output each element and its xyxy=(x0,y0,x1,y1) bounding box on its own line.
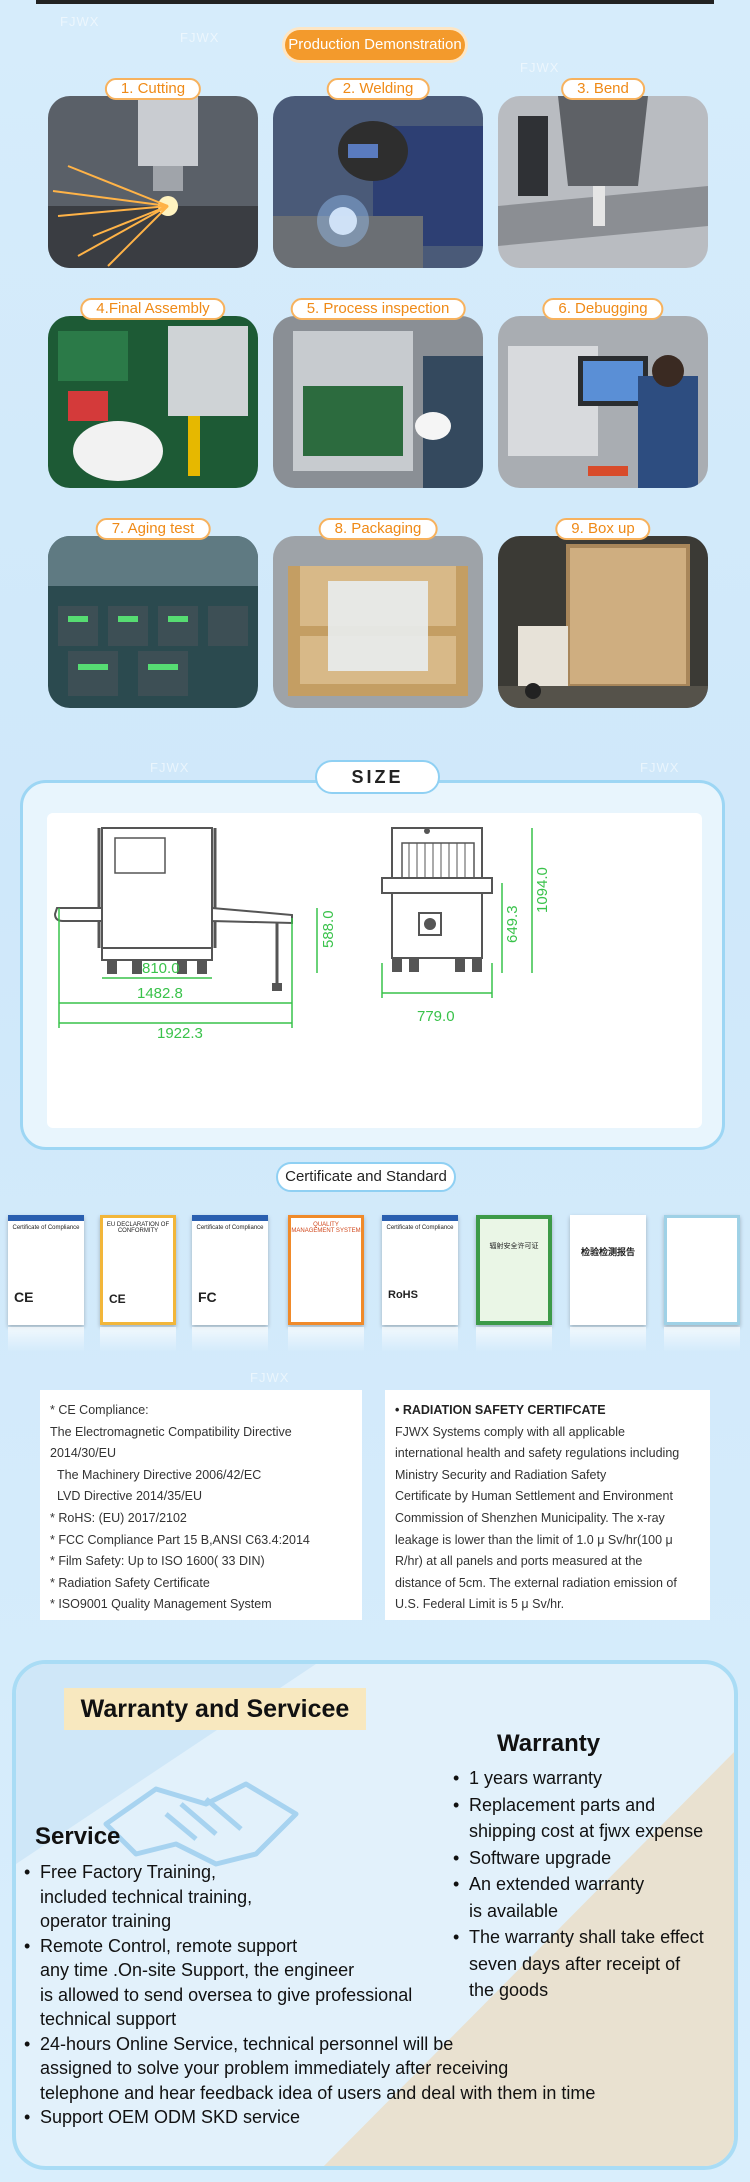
watermark-text: FJWX xyxy=(520,60,560,75)
dim-label: 779.0 xyxy=(417,1008,455,1025)
compliance-line: 2014/30/EU xyxy=(50,1446,117,1461)
certificate-image: 辐射安全许可证 xyxy=(476,1215,552,1325)
watermark-text: FJWX xyxy=(180,30,220,45)
service-list: Free Factory Training,included technical… xyxy=(24,1860,724,2130)
watermark-text: FJWX xyxy=(60,14,100,29)
compliance-line: * ISO9001 Quality Management System xyxy=(50,1597,272,1612)
step-process-inspection: 5. Process inspection xyxy=(273,298,483,488)
step-welding: 2. Welding xyxy=(273,78,483,268)
compliance-line: * Film Safety: Up to ISO 1600( 33 DIN) xyxy=(50,1554,265,1569)
watermark-text: FJWX xyxy=(640,760,680,775)
step-label: 5. Process inspection xyxy=(290,298,466,320)
step-label: 3. Bend xyxy=(561,78,645,100)
certificate-image: QUALITY MANAGEMENT SYSTEM xyxy=(288,1215,364,1325)
size-title: SIZE xyxy=(315,760,440,794)
dim-label: 588.0 xyxy=(320,910,337,948)
certificate-image: EU DECLARATION OF CONFORMITY CE xyxy=(100,1215,176,1325)
dimension-lines xyxy=(58,828,533,1028)
step-label: 4.Final Assembly xyxy=(80,298,226,320)
step-label: 8. Packaging xyxy=(318,518,438,540)
certificate-image: Certificate of Compliance RoHS xyxy=(382,1215,458,1325)
service-item: Support OEM ODM SKD service xyxy=(24,2105,724,2130)
bending-machine-photo xyxy=(498,96,708,268)
aging-test-hall-photo xyxy=(48,536,258,708)
step-cutting: 1. Cutting xyxy=(48,78,258,268)
compliance-line: Ministry Security and Radiation Safety xyxy=(395,1467,607,1482)
compliance-line: FJWX Systems comply with all applicable xyxy=(395,1424,625,1439)
compliance-line: distance of 5cm. The external radiation … xyxy=(395,1575,677,1590)
compliance-line: * FCC Compliance Part 15 B,ANSI C63.4:20… xyxy=(50,1532,310,1547)
radiation-safety-box: • RADIATION SAFETY CERTIFCATE FJWX Syste… xyxy=(385,1390,710,1620)
certificate-image xyxy=(664,1215,740,1325)
compliance-line: * Radiation Safety Certificate xyxy=(50,1575,210,1590)
ce-compliance-box: * CE Compliance: The Electromagnetic Com… xyxy=(40,1390,362,1620)
watermark-text: FJWX xyxy=(250,1370,290,1385)
certificate-row: Certificate of Compliance CE EU DECLARAT… xyxy=(8,1215,742,1355)
side-view-machine xyxy=(53,827,293,991)
warranty-heading: Warranty xyxy=(497,1730,601,1757)
production-demonstration-badge: Production Demonstration xyxy=(285,30,465,60)
step-aging-test: 7. Aging test xyxy=(48,518,258,708)
compliance-line: * CE Compliance: xyxy=(50,1403,149,1417)
step-box-up: 9. Box up xyxy=(498,518,708,708)
step-bend: 3. Bend xyxy=(498,78,708,268)
certificate-image: 检验检测报告 xyxy=(570,1215,646,1325)
compliance-line: leakage is lower than the limit of 1.0 μ… xyxy=(395,1532,673,1547)
top-border xyxy=(36,0,714,4)
step-packaging: 8. Packaging xyxy=(273,518,483,708)
forklift-loading-photo xyxy=(498,536,708,708)
compliance-line: R/hr) at all panels and ports measured a… xyxy=(395,1554,643,1569)
dim-label: 810.0 xyxy=(142,960,180,977)
warranty-item: 1 years warranty xyxy=(453,1765,738,1792)
dim-label: 1922.3 xyxy=(157,1025,203,1042)
service-item: Free Factory Training,included technical… xyxy=(24,1860,724,1934)
compliance-line: The Electromagnetic Compatibility Direct… xyxy=(50,1424,292,1439)
compliance-line: The Machinery Directive 2006/42/EC xyxy=(57,1467,262,1482)
size-diagram: 810.0 1482.8 1922.3 779.0 588.0 649.3 10… xyxy=(47,813,702,1128)
welding-photo xyxy=(273,96,483,268)
front-view-machine xyxy=(381,827,493,972)
service-item: 24-hours Online Service, technical perso… xyxy=(24,2032,724,2106)
wooden-crate-photo xyxy=(273,536,483,708)
handshake-icon xyxy=(103,1781,299,1867)
step-label: 7. Aging test xyxy=(95,518,211,540)
dim-label: 1094.0 xyxy=(534,867,551,913)
compliance-line: U.S. Federal Limit is 5 μ Sv/hr. xyxy=(395,1597,565,1612)
certificate-image: Certificate of Compliance CE xyxy=(8,1215,84,1325)
step-final-assembly: 4.Final Assembly xyxy=(48,298,258,488)
step-label: 9. Box up xyxy=(555,518,651,540)
size-diagram-frame: 810.0 1482.8 1922.3 779.0 588.0 649.3 10… xyxy=(20,780,725,1150)
step-label: 2. Welding xyxy=(326,78,430,100)
compliance-line: Commission of Shenzhen Municipality. The… xyxy=(395,1510,665,1525)
dim-label: 1482.8 xyxy=(137,985,183,1002)
watermark-text: FJWX xyxy=(150,760,190,775)
radiation-safety-title: • RADIATION SAFETY CERTIFCATE xyxy=(395,1403,606,1417)
certificate-image: Certificate of Compliance FC xyxy=(192,1215,268,1325)
step-debugging: 6. Debugging xyxy=(498,298,708,488)
compliance-line: LVD Directive 2014/35/EU xyxy=(57,1489,202,1504)
laser-cutting-photo xyxy=(48,96,258,268)
inspection-photo xyxy=(273,316,483,488)
warranty-section-title: Warranty and Servicee xyxy=(64,1688,366,1730)
compliance-line: Certificate by Human Settlement and Envi… xyxy=(395,1489,673,1504)
step-label: 1. Cutting xyxy=(104,78,202,100)
compliance-line: * RoHS: (EU) 2017/2102 xyxy=(50,1510,187,1525)
debugging-workstation-photo xyxy=(498,316,708,488)
service-heading: Service xyxy=(35,1823,121,1850)
step-label: 6. Debugging xyxy=(542,298,664,320)
dim-label: 649.3 xyxy=(504,905,521,943)
circuit-board-assembly-photo xyxy=(48,316,258,488)
certificate-title: Certificate and Standard xyxy=(276,1162,456,1192)
compliance-line: international health and safety regulati… xyxy=(395,1446,680,1461)
